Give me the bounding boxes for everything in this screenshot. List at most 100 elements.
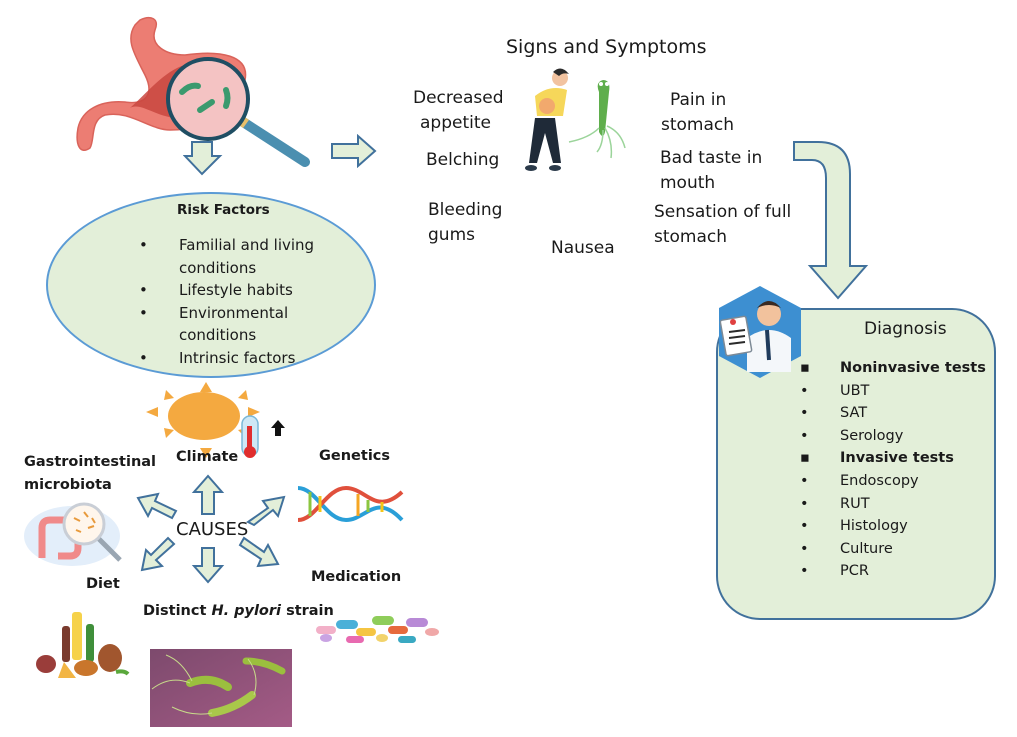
medication-pills-illustration <box>316 616 439 643</box>
test-name: Culture <box>840 540 893 557</box>
symptom-line: mouth <box>660 173 716 193</box>
test-name: UBT <box>840 382 870 399</box>
arrow-downleft-diet <box>140 536 176 572</box>
test-name: PCR <box>840 563 869 580</box>
bullet: • <box>139 281 148 299</box>
bullet: • <box>139 303 148 322</box>
magnifier-icon <box>166 57 310 167</box>
bullet: • <box>800 518 809 535</box>
test-name: Histology <box>840 518 908 535</box>
symptom-belching: Belching <box>426 150 500 170</box>
bullet: • <box>800 427 809 444</box>
climate-sun-illustration <box>146 382 285 458</box>
symptom-line: Bleeding <box>428 200 503 220</box>
cause-diet: Diet <box>86 576 120 592</box>
test-name: Endoscopy <box>840 472 919 489</box>
risk-factors-list: • Familial and living conditions • Lifes… <box>139 234 369 369</box>
group-label: Noninvasive tests <box>840 360 986 376</box>
h-pylori-strain-photo <box>150 649 292 727</box>
signs-symptoms-title: Signs and Symptoms <box>506 36 707 58</box>
bullet: • <box>800 405 809 422</box>
dna-helix-illustration <box>297 485 404 523</box>
doctor-avatar-icon <box>719 286 801 378</box>
diagnosis-test-item: • Culture <box>800 538 990 561</box>
h-pylori-bacterium-icon <box>568 80 626 159</box>
symptom-nausea: Nausea <box>551 238 615 258</box>
bullet: • <box>800 563 809 580</box>
arrow-upright-genetics <box>246 495 286 527</box>
symptom-line: stomach <box>661 115 735 135</box>
arrow-downright-medication <box>238 536 280 568</box>
risk-factors-heading: Risk Factors <box>177 202 270 218</box>
cause-climate: Climate <box>176 449 239 465</box>
magnifier-icon <box>62 502 122 562</box>
cause-medication: Medication <box>311 569 402 585</box>
strain-prefix: Distinct <box>143 603 212 619</box>
risk-factor-text: conditions <box>179 326 257 344</box>
risk-factors-ellipse <box>46 192 376 378</box>
risk-factor-item: • Lifestyle habits <box>139 279 369 302</box>
gut-microbiota-illustration <box>24 502 122 566</box>
symptom-line: gums <box>428 225 475 245</box>
symptom-line: stomach <box>654 227 728 247</box>
risk-factor-text: Lifestyle habits <box>179 281 293 299</box>
risk-factor-text: Environmental <box>179 303 289 322</box>
arrow-upleft-microbiota <box>136 492 178 520</box>
symptom-line: appetite <box>420 113 491 133</box>
diagnosis-test-item: • Serology <box>800 425 990 448</box>
symptom-line: Decreased <box>413 88 504 108</box>
group-label: Invasive tests <box>840 450 954 467</box>
diagnosis-group-invasive: ▪ Invasive tests <box>800 447 990 470</box>
symptom-decreased-appetite: Decreased appetite <box>413 86 504 136</box>
test-name: RUT <box>840 495 870 512</box>
diet-food-illustration <box>36 612 130 678</box>
test-name: SAT <box>840 405 868 422</box>
thermometer-icon <box>241 415 259 458</box>
risk-factor-text: Familial and living <box>179 236 315 254</box>
cause-line: microbiota <box>24 477 112 493</box>
arrow-down-strain <box>191 547 225 584</box>
cause-genetics: Genetics <box>319 448 391 464</box>
burger-icon <box>74 660 98 676</box>
bullet: • <box>800 540 809 557</box>
symptom-line: Pain in <box>670 90 727 110</box>
bottle-icon <box>72 612 82 660</box>
diagnosis-test-item: • Histology <box>800 515 990 538</box>
pill-icon <box>316 616 439 643</box>
arrow-down-to-risk-factors <box>183 141 223 176</box>
symptom-full-stomach: Sensation of full stomach <box>654 200 791 250</box>
square-bullet: ▪ <box>800 360 810 376</box>
cause-line: Gastrointestinal <box>24 454 157 470</box>
diagnosis-test-item: • SAT <box>800 402 990 425</box>
bullet: • <box>139 236 148 254</box>
risk-factor-item: • Intrinsic factors <box>139 347 369 370</box>
symptom-pain-in-stomach: Pain in stomach <box>661 88 734 138</box>
arrow-right-to-symptoms <box>331 134 377 168</box>
symptom-bleeding-gums: Bleeding gums <box>428 198 502 248</box>
risk-factor-text: Intrinsic factors <box>179 348 296 367</box>
risk-factor-item: • Environmental conditions <box>139 302 369 347</box>
symptom-bad-taste: Bad taste in mouth <box>660 146 762 196</box>
symptom-line: Sensation of full <box>654 202 792 222</box>
bullet: • <box>139 348 148 367</box>
woman-icon <box>525 68 569 171</box>
diagnosis-test-item: •UBT <box>800 380 990 403</box>
test-name: Serology <box>840 427 904 444</box>
strain-species: H. pylori <box>211 603 282 619</box>
causes-center-label: CAUSES <box>176 519 249 540</box>
symptom-line: Bad taste in <box>660 148 763 168</box>
arrow-up-icon <box>271 420 285 436</box>
arrow-up-climate <box>191 474 225 515</box>
clipboard-icon <box>719 315 753 357</box>
diagnosis-test-item: • PCR <box>800 560 990 583</box>
diagnosis-test-item: •Endoscopy <box>800 470 990 493</box>
risk-factor-item: • Familial and living conditions <box>139 234 369 279</box>
diagnosis-group-noninvasive: ▪ Noninvasive tests <box>800 357 990 380</box>
square-bullet: ▪ <box>800 450 810 467</box>
sun-icon <box>146 382 260 458</box>
cause-microbiota: Gastrointestinal microbiota <box>24 451 156 497</box>
diagnosis-list: ▪ Noninvasive tests •UBT •SAT •Serology … <box>800 357 990 583</box>
sausage-icon <box>36 655 56 673</box>
diagnosis-heading: Diagnosis <box>864 319 947 339</box>
diagnosis-test-item: •RUT <box>800 493 990 516</box>
